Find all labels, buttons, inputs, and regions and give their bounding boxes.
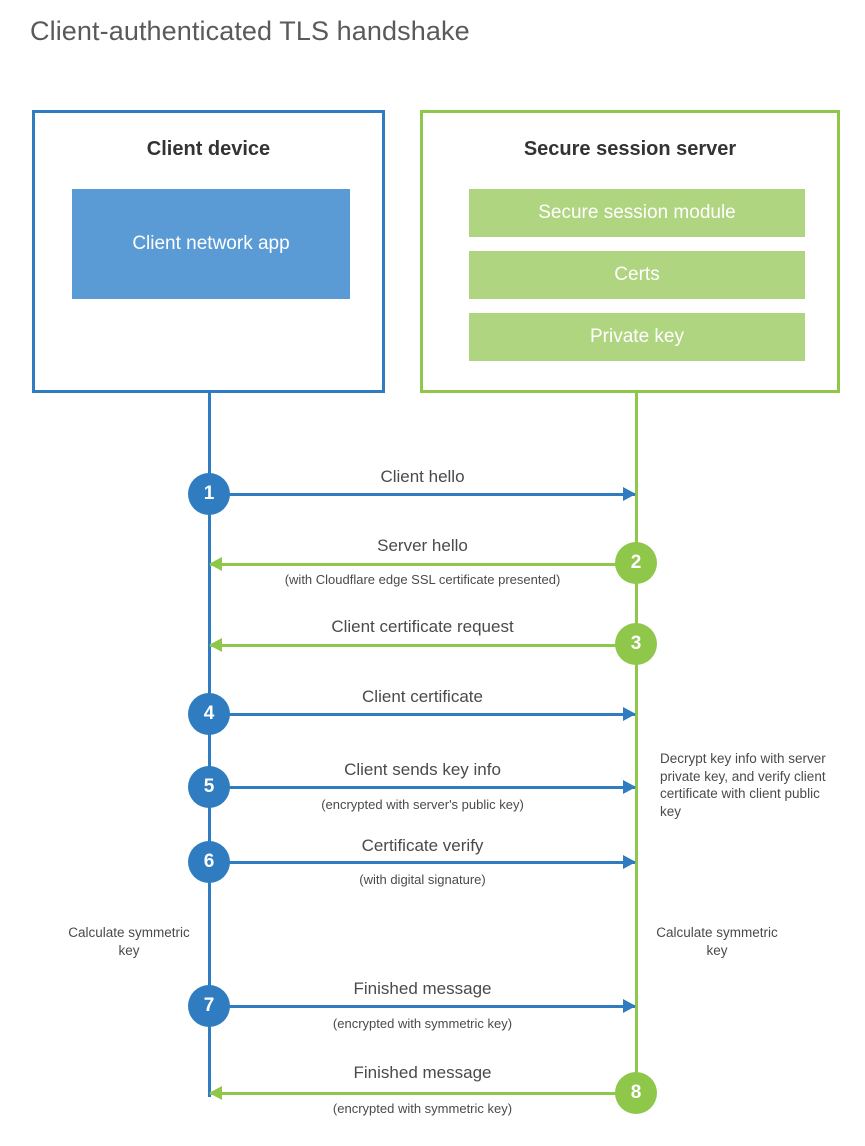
label-step-1: Client hello: [380, 467, 465, 486]
arrow-step-7: [210, 999, 636, 1013]
sublabel-step-6: (with digital signature): [359, 872, 486, 887]
sublabel-step-8: (encrypted with symmetric key): [332, 1101, 513, 1116]
client-network-app-block: Client network app: [72, 189, 350, 299]
client-device-title: Client device: [146, 138, 271, 160]
client-device-box: Client device Client network app: [32, 110, 385, 393]
label-step-8: Finished message: [353, 1063, 492, 1082]
label-step-7: Finished message: [353, 979, 492, 998]
server-lifeline: [635, 393, 638, 1093]
note-server-decrypt: Decrypt key info with server private key…: [660, 751, 826, 819]
note-server-calculate-symmetric-key: Calculate symmetric key: [656, 925, 778, 958]
arrowhead-left-icon: [209, 1086, 222, 1100]
step-dot-2: 2: [615, 542, 657, 584]
page-title: Client-authenticated TLS handshake: [30, 16, 470, 46]
arrow-step-6: [210, 855, 636, 869]
step-dot-7: 7: [188, 985, 230, 1027]
label-step-4: Client certificate: [362, 687, 483, 706]
step-dot-3: 3: [615, 623, 657, 665]
step-dot-8: 8: [615, 1072, 657, 1114]
arrow-step-1: [210, 487, 636, 501]
arrow-step-4: [210, 707, 636, 721]
label-step-5: Client sends key info: [344, 760, 501, 779]
arrowhead-right-icon: [623, 707, 636, 721]
secure-session-module-block: Secure session module: [469, 189, 805, 237]
arrowhead-right-icon: [623, 855, 636, 869]
step-dot-1: 1: [188, 473, 230, 515]
sublabel-step-5: (encrypted with server's public key): [321, 797, 524, 812]
arrow-step-3: [209, 638, 635, 652]
label-step-6: Certificate verify: [361, 836, 484, 855]
arrowhead-left-icon: [209, 557, 222, 571]
certs-block: Certs: [469, 251, 805, 299]
arrowhead-left-icon: [209, 638, 222, 652]
sublabel-step-7: (encrypted with symmetric key): [332, 1016, 513, 1031]
step-dot-4: 4: [188, 693, 230, 735]
arrowhead-right-icon: [623, 999, 636, 1013]
label-step-3: Client certificate request: [331, 617, 514, 636]
note-client-calculate-symmetric-key: Calculate symmetric key: [68, 925, 190, 958]
sublabel-step-2: (with Cloudflare edge SSL certificate pr…: [284, 572, 561, 587]
arrow-step-2: [209, 557, 635, 571]
arrowhead-right-icon: [623, 780, 636, 794]
arrow-step-5: [210, 780, 636, 794]
private-key-block: Private key: [469, 313, 805, 361]
client-lifeline: [208, 393, 211, 1097]
step-dot-6: 6: [188, 841, 230, 883]
step-dot-5: 5: [188, 766, 230, 808]
label-step-2: Server hello: [377, 536, 468, 555]
secure-session-server-title: Secure session server: [523, 138, 737, 160]
arrow-step-8: [209, 1086, 635, 1100]
arrowhead-right-icon: [623, 487, 636, 501]
secure-session-server-box: Secure session server Secure session mod…: [420, 110, 840, 393]
